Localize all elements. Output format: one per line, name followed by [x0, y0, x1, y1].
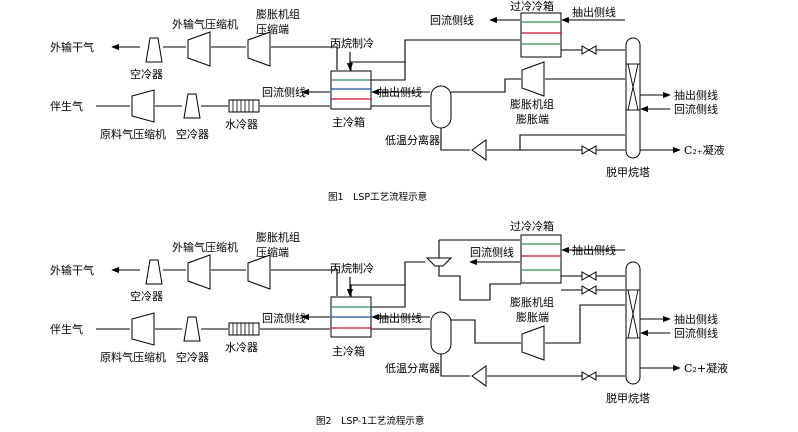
label-draw-side-top: 抽出侧线 [572, 5, 616, 19]
caption-figure-2: 图2 LSP-1工艺流程示意 [316, 415, 424, 427]
label-expander-exp-1: 膨胀机组 [510, 97, 554, 111]
label-raw-compressor: 原料气压缩机 [100, 127, 166, 141]
expander-icon [521, 325, 545, 361]
label-associated-gas: 伴生气 [50, 99, 83, 113]
label-subcooler: 过冷冷箱 [510, 0, 554, 13]
label-lt-separator: 低温分离器 [385, 133, 440, 147]
label-air-cooler-top: 空冷器 [130, 289, 163, 303]
subcooler-icon [520, 234, 562, 284]
label-air-cooler-mid: 空冷器 [176, 127, 209, 141]
valve-icon [581, 145, 597, 155]
lt-separator-icon [430, 85, 452, 129]
label-propane-refrig: 丙烷制冷 [330, 261, 374, 275]
valve-icon [581, 271, 597, 281]
figure-2: 外输干气 空冷器 外输气压缩机 膨胀机组 压缩端 丙烷制冷 主冷箱 伴生气 原料… [50, 219, 728, 427]
lt-separator-icon [430, 311, 452, 355]
caption-figure-1: 图1 LSP工艺流程示意 [328, 191, 427, 203]
expander-compressor-icon [247, 31, 271, 67]
air-cooler-icon [145, 259, 163, 285]
label-expander-comp-2: 压缩端 [256, 246, 289, 259]
label-export-compressor: 外输气压缩机 [172, 240, 238, 254]
label-expander-comp-1: 膨胀机组 [256, 7, 300, 21]
label-c2-liquid: C₂₊凝液 [684, 143, 725, 157]
label-associated-gas: 伴生气 [50, 322, 83, 336]
export-compressor-icon [187, 31, 211, 67]
pump-icon [471, 365, 487, 387]
valve-icon [581, 285, 597, 295]
raw-compressor-icon [131, 89, 155, 123]
demethanizer-icon [625, 261, 641, 385]
air-cooler-icon [183, 316, 201, 342]
label-reflux-side-mid: 回流侧线 [262, 311, 306, 325]
label-expander-exp-2: 膨胀端 [516, 112, 549, 126]
label-demethanizer: 脱甲烷塔 [606, 391, 650, 405]
label-air-cooler-mid: 空冷器 [176, 350, 209, 364]
absorber-icon [425, 257, 453, 267]
label-demethanizer: 脱甲烷塔 [606, 165, 650, 179]
label-expander-comp-2: 压缩端 [256, 23, 289, 36]
label-draw-side-mid: 抽出侧线 [378, 85, 422, 99]
label-reflux-side-top: 回流侧线 [470, 245, 514, 259]
label-export-compressor: 外输气压缩机 [172, 17, 238, 31]
air-cooler-icon [145, 37, 163, 63]
subcooler-icon [520, 12, 562, 58]
label-draw-side-top: 抽出侧线 [572, 243, 616, 257]
label-expander-exp-2: 膨胀端 [516, 310, 549, 324]
figure-1: 外输干气 空冷器 外输气压缩机 膨胀机组 压缩端 丙烷制冷 主冷箱 伴生气 原料… [50, 0, 725, 203]
label-draw-side-right: 抽出侧线 [674, 88, 718, 102]
label-air-cooler-top: 空冷器 [130, 67, 163, 81]
valve-icon [581, 45, 597, 55]
expander-compressor-icon [247, 254, 271, 290]
label-export-gas: 外输干气 [50, 263, 94, 277]
label-lt-separator: 低温分离器 [385, 361, 440, 375]
valve-icon [581, 371, 597, 381]
label-water-cooler: 水冷器 [225, 341, 258, 354]
label-main-coldbox: 主冷箱 [332, 115, 365, 129]
demethanizer-icon [625, 37, 641, 159]
air-cooler-icon [183, 93, 201, 119]
water-cooler-icon [228, 99, 260, 113]
label-main-coldbox: 主冷箱 [332, 344, 365, 358]
label-reflux-side-top: 回流侧线 [430, 13, 474, 27]
main-coldbox-icon [330, 70, 372, 110]
export-compressor-icon [187, 254, 211, 290]
raw-compressor-icon [131, 312, 155, 346]
label-reflux-side-mid: 回流侧线 [262, 85, 306, 99]
label-draw-side-mid: 抽出侧线 [378, 311, 422, 325]
label-draw-side-right: 抽出侧线 [674, 312, 718, 326]
water-cooler-icon [228, 322, 260, 336]
label-expander-exp-1: 膨胀机组 [510, 295, 554, 309]
label-reflux-side-right: 回流侧线 [674, 326, 718, 340]
label-export-gas: 外输干气 [50, 40, 94, 54]
expander-icon [521, 61, 545, 97]
label-water-cooler: 水冷器 [225, 118, 258, 131]
label-reflux-side-right: 回流侧线 [674, 102, 718, 116]
label-expander-comp-1: 膨胀机组 [256, 230, 300, 244]
label-raw-compressor: 原料气压缩机 [100, 350, 166, 364]
pump-icon [471, 139, 487, 161]
label-c2-liquid: C₂+凝液 [684, 361, 728, 375]
label-propane-refrig: 丙烷制冷 [330, 36, 374, 50]
label-subcooler: 过冷冷箱 [510, 219, 554, 233]
